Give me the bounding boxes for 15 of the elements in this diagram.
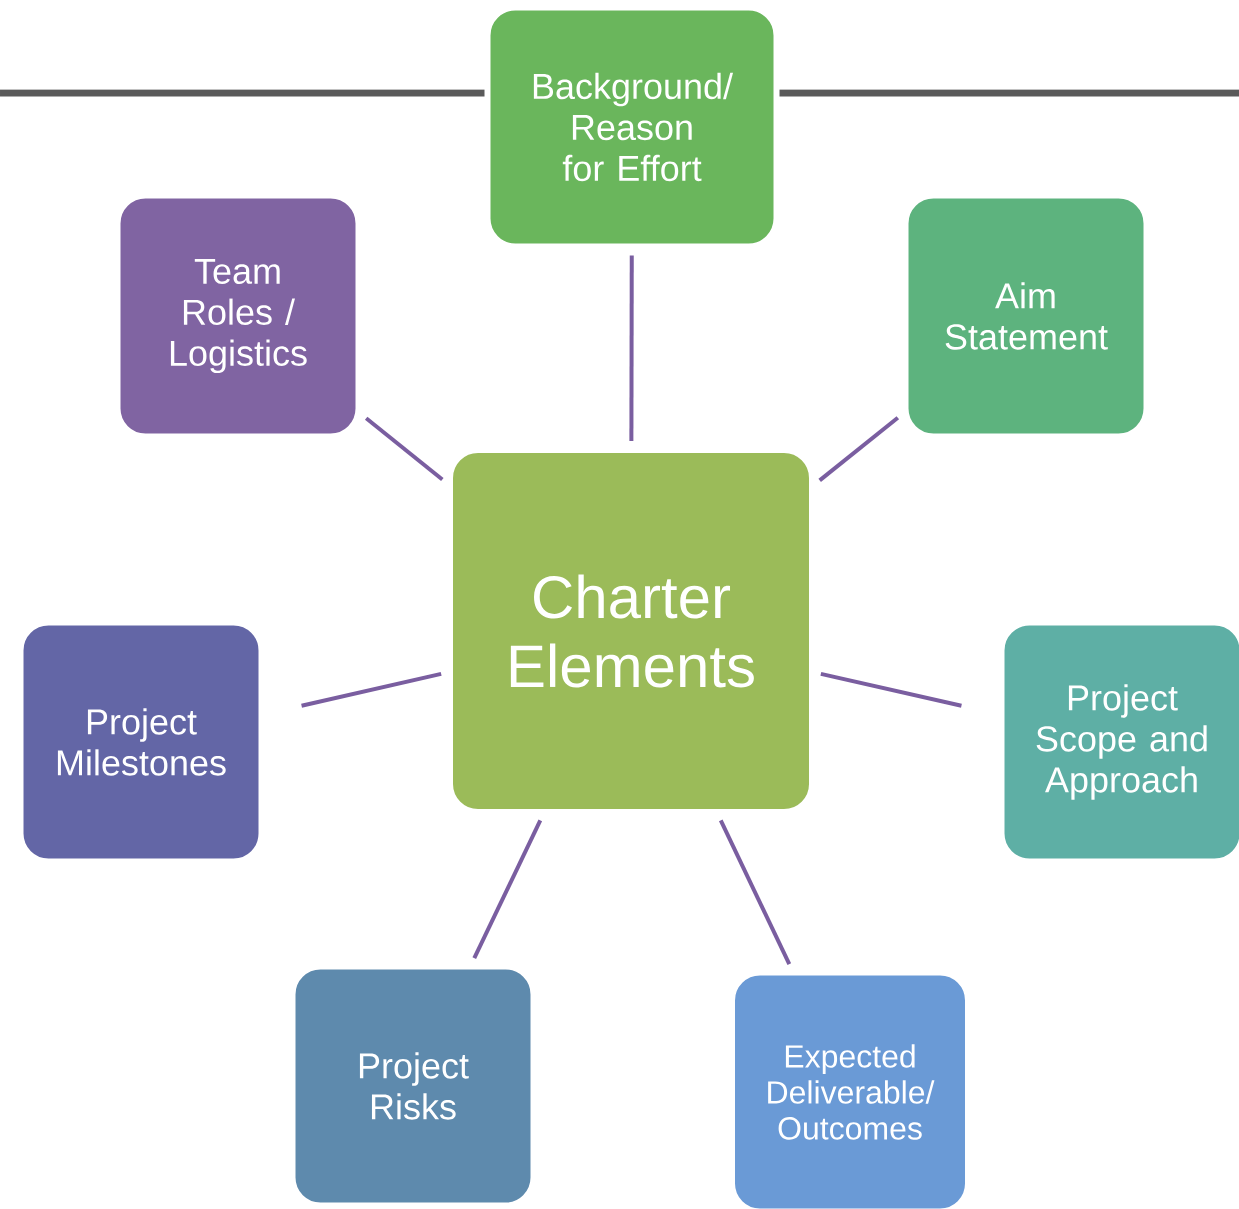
element-box: Team Roles / Logistics (114, 192, 362, 440)
element-box: Expected Deliverable/ Outcomes (729, 969, 971, 1209)
element-box: Project Risks (289, 963, 537, 1209)
element-box: Background/ Reason for Effort (484, 4, 780, 250)
connector-line (364, 416, 444, 482)
connector-line (820, 671, 962, 708)
element-box: Charter Elements (447, 447, 815, 815)
connector-line (472, 819, 543, 959)
element-box: Aim Statement (902, 192, 1150, 440)
element-box: Project Milestones (17, 619, 265, 865)
connector-line (718, 819, 792, 965)
connector-line (301, 671, 442, 708)
connector-line (629, 255, 634, 441)
connector-line (818, 416, 900, 482)
element-box: Project Scope and Approach (998, 619, 1239, 865)
